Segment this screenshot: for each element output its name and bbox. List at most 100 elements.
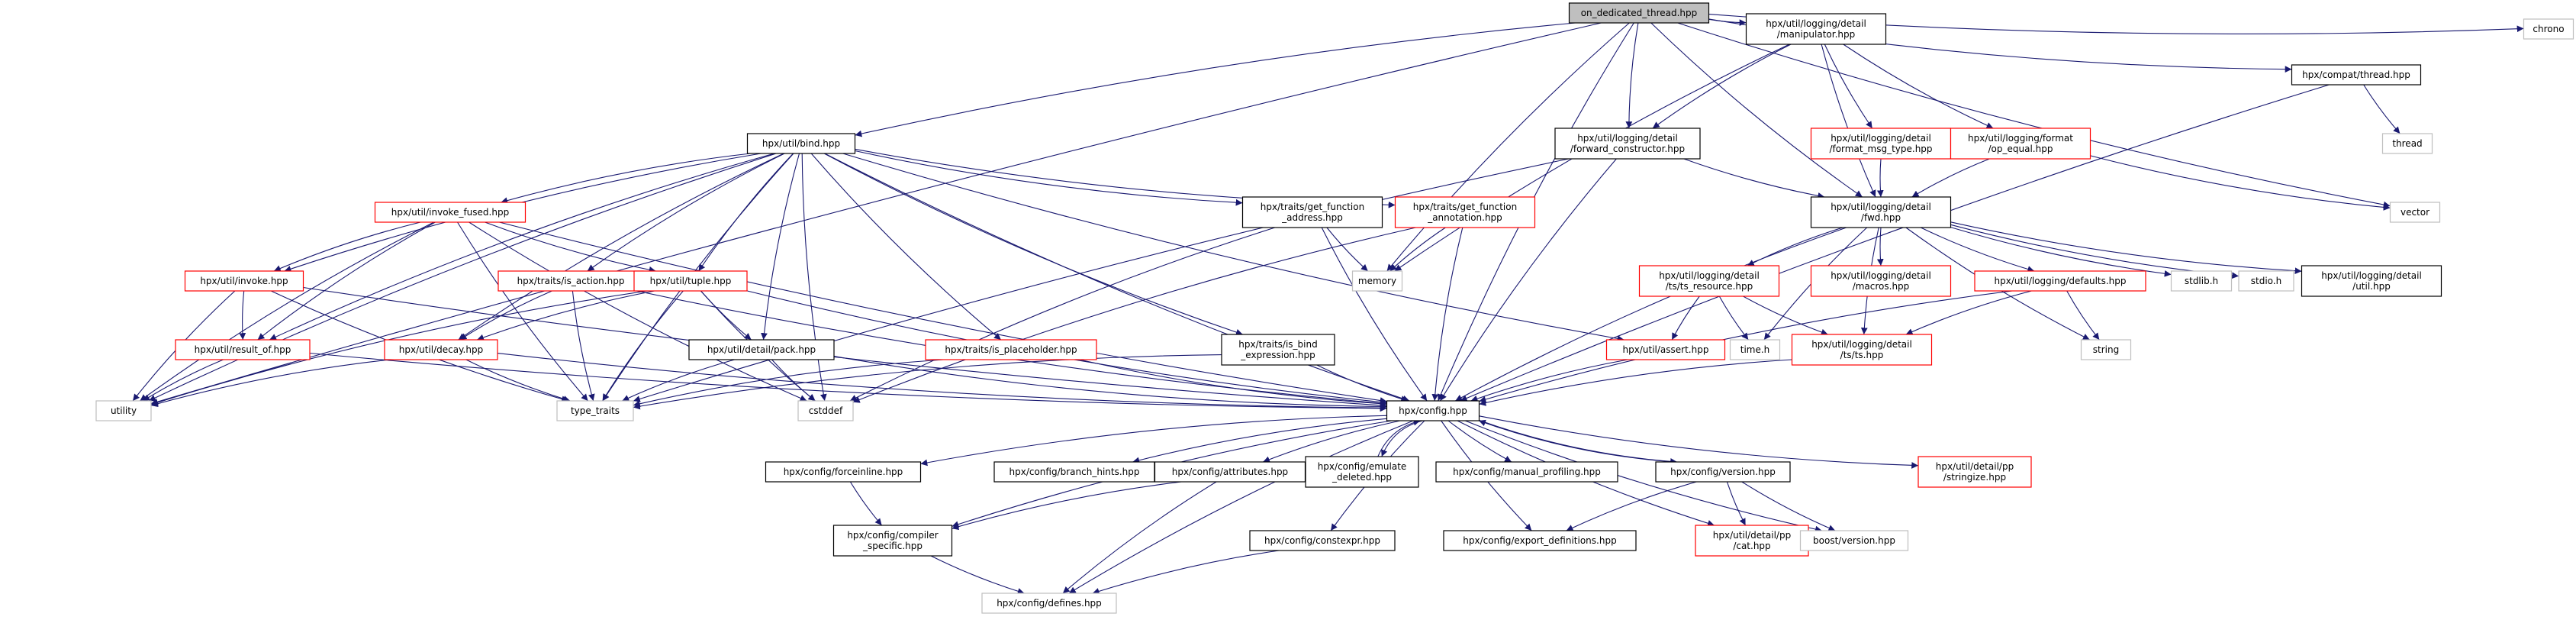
node-invoke[interactable]: hpx/util/invoke.hpp [184,270,304,292]
node-label-is_placeholder: hpx/traits/is_placeholder.hpp [945,344,1077,355]
node-constexpr[interactable]: hpx/config/constexpr.hpp [1249,530,1396,551]
node-box-tuple [633,270,748,292]
node-fwd_ctor[interactable]: hpx/util/logging/detail/forward_construc… [1554,128,1701,160]
edge-manipulator-to-fmt_msg [1824,44,1873,129]
node-label-export_defs: hpx/config/export_definitions.hpp [1463,535,1616,546]
node-box-boost_version [1799,530,1909,551]
node-cat[interactable]: hpx/util/detail/pp/cat.hpp [1695,525,1809,557]
node-box-result_of [175,339,311,360]
node-cstddef: cstddef [797,400,854,421]
node-pack[interactable]: hpx/util/detail/pack.hpp [688,339,835,360]
node-box-fwd_ctor [1554,128,1701,160]
node-ts_resource[interactable]: hpx/util/logging/detail/ts/ts_resource.h… [1638,265,1780,297]
node-is_bind[interactable]: hpx/traits/is_bind_expression.hpp [1221,334,1335,366]
node-gfann[interactable]: hpx/traits/get_function_annotation.hpp [1394,196,1536,228]
node-compiler_specific[interactable]: hpx/config/compiler_specific.hpp [832,525,953,557]
node-box-stdlib [2170,270,2233,292]
node-forceinline[interactable]: hpx/config/forceinline.hpp [765,461,922,483]
node-defaults[interactable]: hpx/util/logging/defaults.hpp [1974,270,2146,292]
edge-config-to-stringize [1479,415,1919,469]
edge-gfa-to-memory [1326,227,1369,272]
node-box-stdio [2238,270,2294,292]
node-compat_thread[interactable]: hpx/compat/thread.hpp [2291,64,2422,86]
node-emulate_deleted[interactable]: hpx/config/emulate_deleted.hpp [1305,456,1419,488]
edge-bind-to-result_of [269,153,774,341]
edge-root-to-memory [1386,22,1630,272]
node-box-emulate_deleted [1305,456,1419,488]
node-box-attributes [1154,461,1306,483]
node-fwd[interactable]: hpx/util/logging/detail/fwd.hpp [1810,196,1952,228]
node-is_placeholder[interactable]: hpx/traits/is_placeholder.hpp [925,339,1097,360]
edge-emulate_deleted-to-config [1377,418,1421,457]
edge-bind-to-is_action [587,153,785,272]
node-box-constexpr [1249,530,1396,551]
node-box-fwd [1810,196,1952,228]
node-config[interactable]: hpx/config.hpp [1386,400,1480,421]
edge-config-to-branch_hints [1132,418,1387,464]
edge-invoke_fused-to-cstddef [469,221,807,402]
edge-version-to-config [1478,419,1675,463]
node-result_of[interactable]: hpx/util/result_of.hpp [175,339,311,360]
node-label-gfa: hpx/traits/get_function [1261,202,1364,212]
edge-bind-to-pack [761,153,800,341]
node-label-forceinline: hpx/config/forceinline.hpp [784,467,903,477]
node-box-manual_profiling [1435,461,1618,483]
node-box-compiler_specific [832,525,953,557]
node-label-thread: thread [2392,138,2422,149]
node-macros[interactable]: hpx/util/logging/detail/macros.hpp [1810,265,1952,297]
node-box-compat_thread [2291,64,2422,86]
node-decay[interactable]: hpx/util/decay.hpp [384,339,498,360]
edge-ts_resource-to-time [1718,295,1749,341]
node-ts[interactable]: hpx/util/logging/detail/ts/ts.hpp [1791,334,1933,366]
edge-config-to-manual_profiling [1447,420,1512,463]
edge-config-to-boost_version [1464,420,1822,533]
node-stringize[interactable]: hpx/util/detail/pp/stringize.hpp [1918,456,2032,488]
edge-defaults-to-ts [1905,290,2032,335]
node-log_util[interactable]: hpx/util/logging/detail/util.hpp [2301,265,2442,297]
node-label-ts_resource: hpx/util/logging/detail [1659,270,1760,281]
edge-constexpr-to-defines [1092,550,1280,595]
edge-compat_thread-to-config [1460,84,2330,402]
node-version[interactable]: hpx/config/version.hpp [1655,461,1791,483]
node-label-gfann: hpx/traits/get_function [1413,202,1517,212]
node-attributes[interactable]: hpx/config/attributes.hpp [1154,461,1306,483]
node-manual_profiling[interactable]: hpx/config/manual_profiling.hpp [1435,461,1618,483]
node-box-type_traits [556,400,634,421]
node-root[interactable]: on_dedicated_thread.hpp [1568,2,1710,24]
edge-pack-to-type_traits [622,359,735,402]
edge-root-to-vector [1677,22,2391,208]
edge-pack-to-cstddef [771,359,816,402]
node-box-stringize [1918,456,2032,488]
node-label-time: time.h [1740,344,1770,355]
node-label-fmt_msg: hpx/util/logging/detail [1831,133,1931,144]
node-assert[interactable]: hpx/util/assert.hpp [1605,339,1726,360]
node-gfa[interactable]: hpx/traits/get_function_address.hpp [1241,196,1383,228]
edge-version-to-boost_version [1741,481,1836,531]
edge-attributes-to-compiler_specific [952,481,1182,530]
node-manipulator[interactable]: hpx/util/logging/detail/manipulator.hpp [1745,13,1887,45]
edge-fwd-to-stdio [1950,224,2240,279]
node-branch_hints[interactable]: hpx/config/branch_hints.hpp [993,461,1155,483]
node-export_defs[interactable]: hpx/config/export_definitions.hpp [1443,530,1637,551]
node-label-constexpr: hpx/config/constexpr.hpp [1264,535,1380,546]
node-op_equal[interactable]: hpx/util/logging/format/op_equal.hpp [1950,128,2091,160]
node-label-fmt_msg: /format_msg_type.hpp [1829,144,1932,154]
edge-config-to-version [1479,419,1677,465]
node-label-is_bind: hpx/traits/is_bind [1238,339,1317,350]
node-label-chrono: chrono [2533,24,2564,34]
edge-bind-to-gfa [855,150,1243,206]
edge-fwd-to-log_util [1950,221,2302,275]
edge-result_of-to-config [309,352,1387,412]
edge-result_of-to-utility [143,359,224,402]
node-bind[interactable]: hpx/util/bind.hpp [746,133,856,154]
node-label-fwd: hpx/util/logging/detail [1831,202,1931,212]
node-label-stdio: stdio.h [2251,276,2281,286]
node-label-compiler_specific: hpx/config/compiler [847,530,938,541]
node-invoke_fused[interactable]: hpx/util/invoke_fused.hpp [374,202,526,223]
node-is_action[interactable]: hpx/traits/is_action.hpp [497,270,644,292]
edge-invoke-to-result_of [239,290,246,341]
node-fmt_msg[interactable]: hpx/util/logging/detail/format_msg_type.… [1810,128,1952,160]
node-chrono: chrono [2523,18,2574,40]
node-tuple[interactable]: hpx/util/tuple.hpp [633,270,748,292]
